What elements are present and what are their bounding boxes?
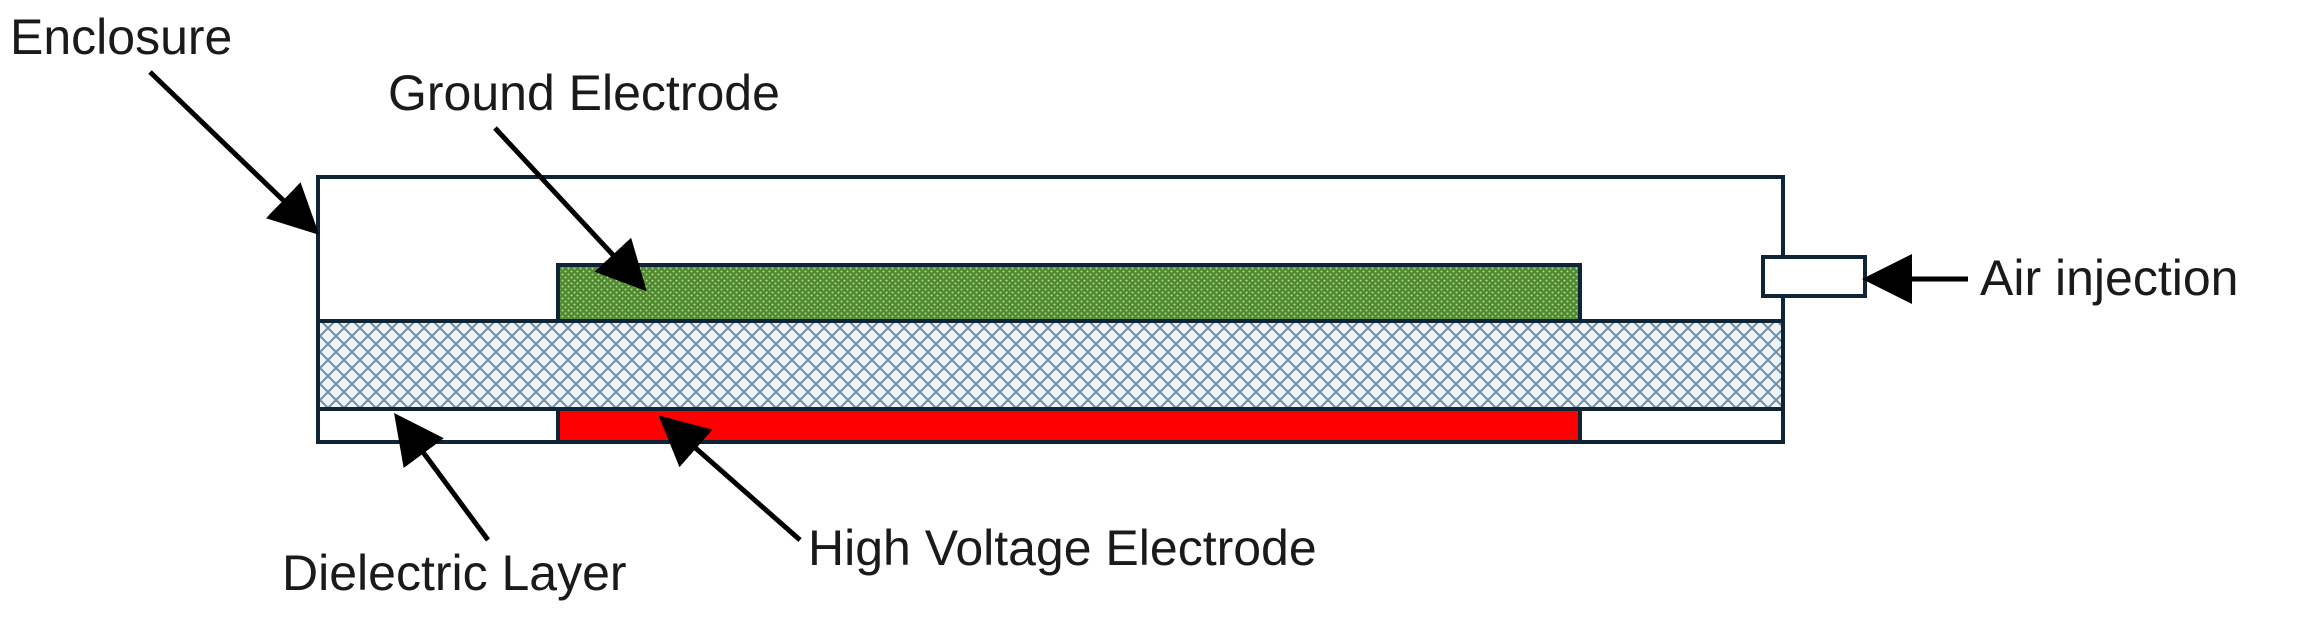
high-voltage-electrode-label: High Voltage Electrode — [808, 520, 1317, 576]
dielectric-layer-arrow — [394, 412, 491, 542]
dielectric-layer-label: Dielectric Layer — [282, 545, 627, 601]
high-voltage-electrode — [556, 407, 1582, 444]
ground-electrode-arrow — [493, 126, 647, 292]
air-injection-port — [1761, 255, 1867, 298]
air-injection-label: Air injection — [1980, 250, 2238, 306]
dielectric-layer — [316, 319, 1785, 411]
enclosure-arrow — [148, 70, 320, 235]
ground-electrode — [556, 263, 1582, 323]
ground-electrode-label: Ground Electrode — [388, 65, 780, 121]
enclosure-label: Enclosure — [10, 9, 232, 65]
high-voltage-electrode-arrow — [658, 415, 802, 542]
